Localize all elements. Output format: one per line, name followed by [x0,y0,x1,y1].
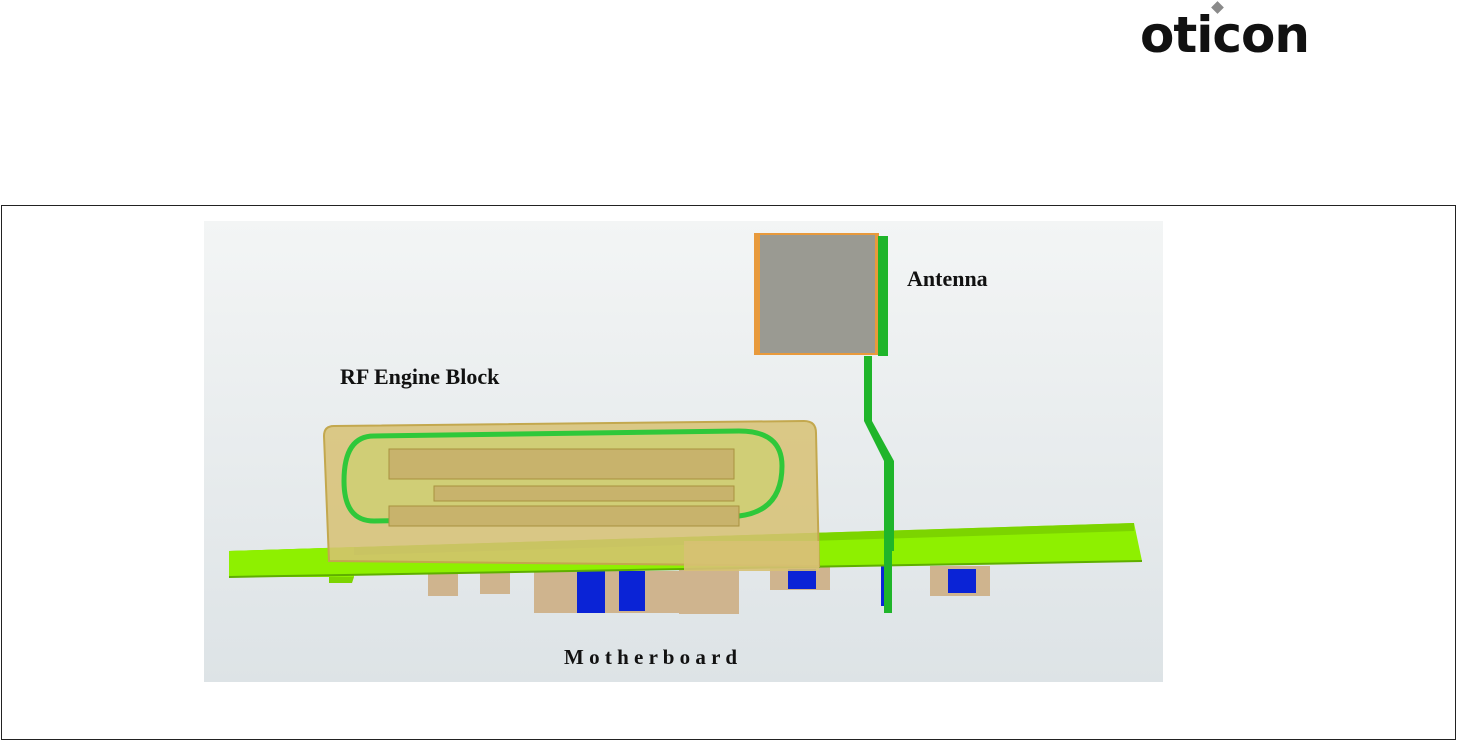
component [788,569,816,589]
antenna-edge [878,236,888,356]
component [948,569,976,593]
logo-text: oticon [1140,0,1309,70]
rf-overlay [684,541,819,571]
antenna-feed-lower [884,551,892,613]
component [619,571,645,611]
antenna-label: Antenna [907,266,988,291]
rf-inner-strip [389,506,739,526]
rf-inner-strip [434,486,734,501]
antenna-face [760,235,875,353]
hardware-diagram: Antenna RF Engine Block M o t h e r b o … [204,221,1163,682]
oticon-logo: oticon [1140,0,1360,70]
component [534,571,684,613]
motherboard-label: M o t h e r b o a r d [564,645,737,669]
component [577,571,605,613]
rf-engine-block [324,421,819,571]
rf-engine-block-label: RF Engine Block [340,364,500,389]
rf-inner-strip [389,449,734,479]
component [679,566,739,614]
